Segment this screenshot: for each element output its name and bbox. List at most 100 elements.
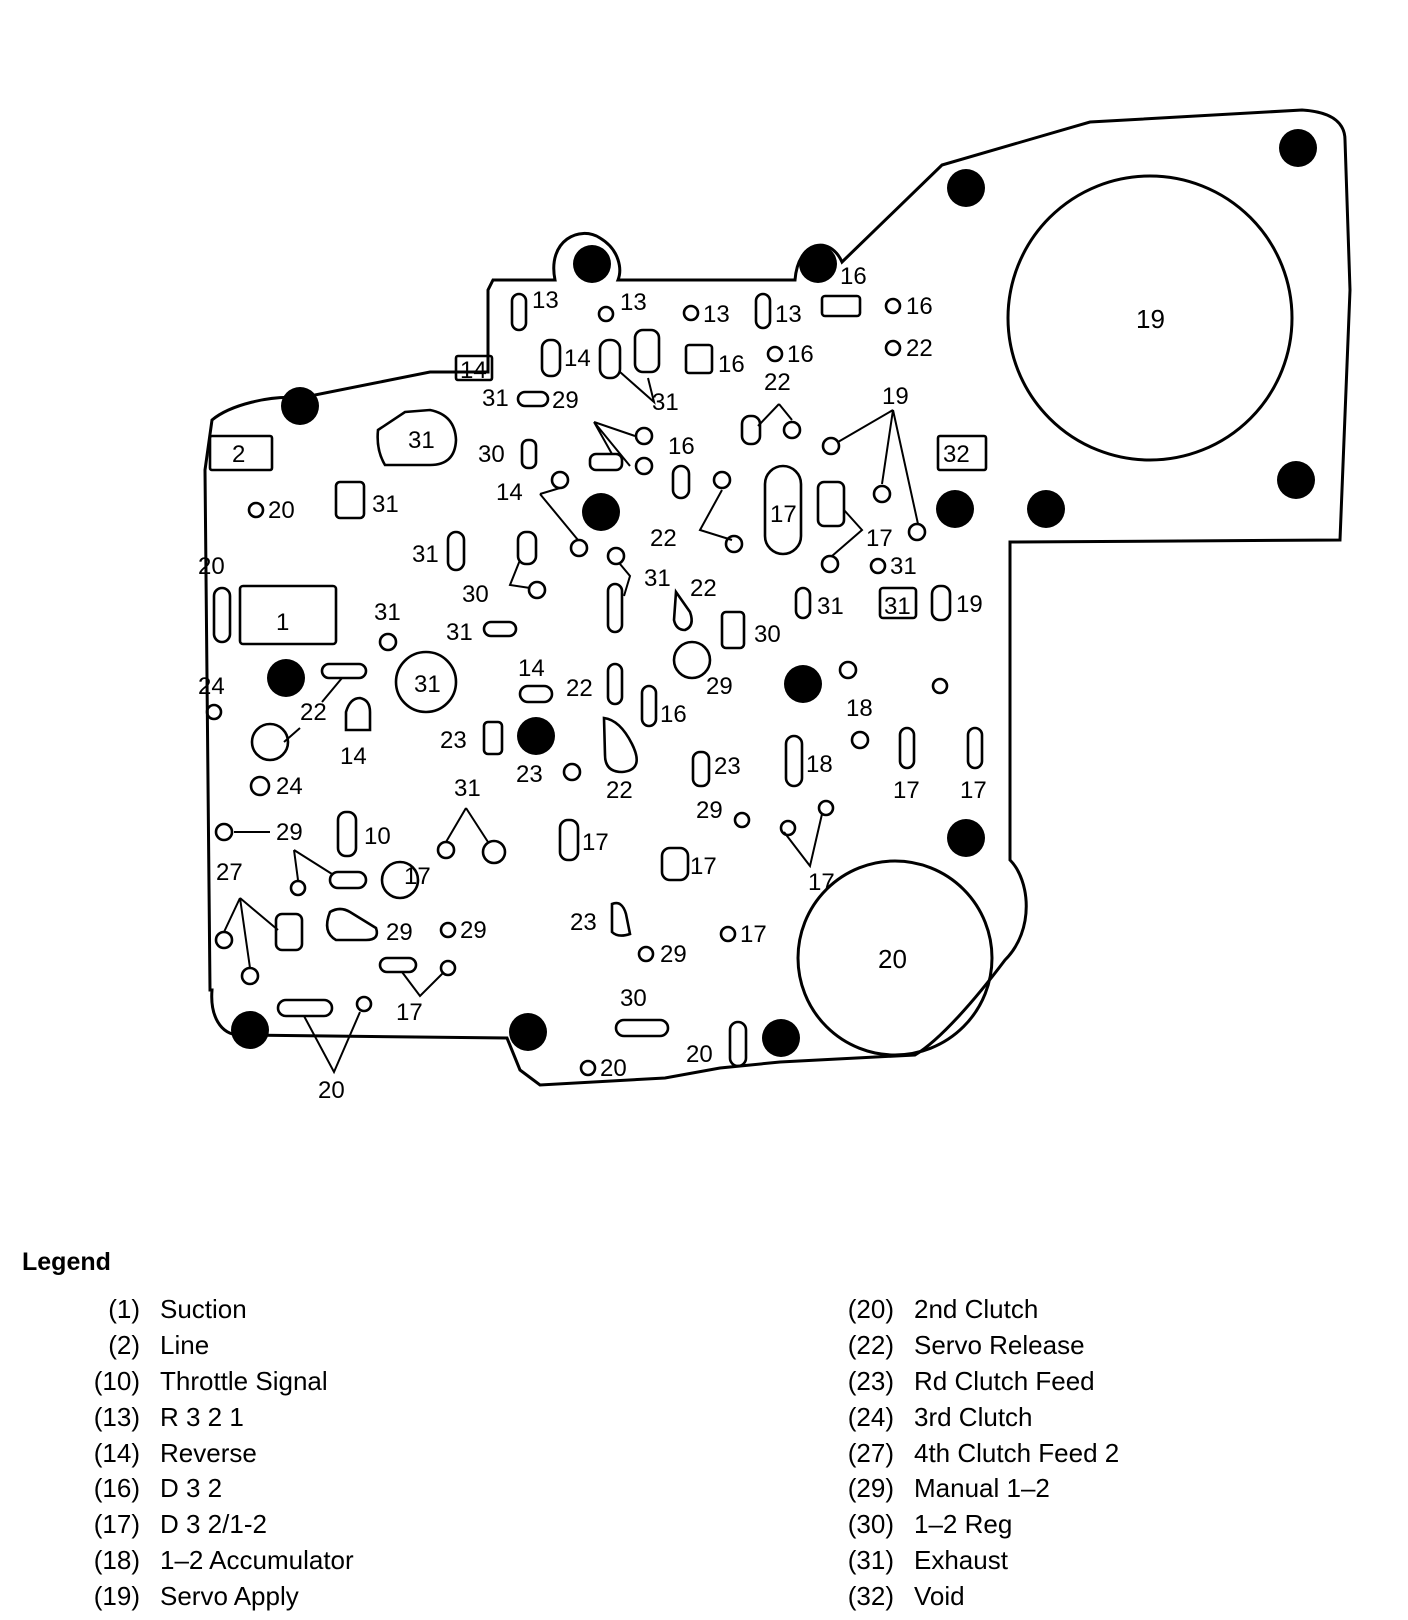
legend-item: (1)Suction	[68, 1292, 354, 1328]
diagram-label: 31	[817, 593, 844, 620]
legend-code: (20)	[847, 1294, 894, 1324]
bolt-hole	[509, 1013, 547, 1051]
legend-label: D 3 2	[160, 1473, 223, 1504]
leader-line	[223, 897, 279, 969]
bolt-hole	[1277, 461, 1315, 499]
leader-line	[619, 371, 656, 405]
diagram-label: 29	[660, 941, 687, 968]
diagram-label: 31	[644, 565, 671, 592]
passage	[579, 1059, 597, 1077]
legend-code: (13)	[93, 1401, 140, 1432]
legend-label: Servo Release	[914, 1329, 1085, 1360]
passage	[782, 420, 802, 440]
legend-label: Servo Apply	[160, 1581, 299, 1612]
legend-item: (13)R 3 2 1	[68, 1400, 354, 1436]
passage	[754, 292, 772, 330]
diagram-label: 29	[386, 919, 413, 946]
passage	[238, 584, 338, 646]
diagram-label: 16	[787, 341, 814, 368]
bolt-hole	[947, 819, 985, 857]
passage	[378, 956, 418, 974]
legend-left-column: (1)Suction(2)Line(10)Throttle Signal(13)…	[68, 1292, 354, 1615]
passage	[569, 538, 589, 558]
passage	[516, 530, 538, 566]
legend-label: 2nd Clutch	[914, 1294, 1039, 1324]
diagram-label: 13	[775, 301, 802, 328]
leader-line	[445, 807, 489, 843]
bolt-hole	[762, 1019, 800, 1057]
leader-line	[783, 813, 823, 869]
legend-item: (18)1–2 Accumulator	[68, 1543, 354, 1579]
passage	[794, 586, 812, 620]
passage	[869, 557, 887, 575]
legend-code: (2)	[108, 1329, 140, 1360]
legend-title: Legend	[22, 1248, 111, 1276]
legend-right-column: (20)2nd Clutch(22)Servo Release(23)Rd Cl…	[822, 1292, 1119, 1615]
legend-code: (27)	[847, 1437, 894, 1468]
diagram-label: 23	[440, 727, 467, 754]
diagram-label: 1	[276, 609, 289, 636]
passage	[439, 921, 457, 939]
legend-item: (17)D 3 2/1-2	[68, 1507, 354, 1543]
passage	[606, 582, 624, 634]
diagram-label: 29	[276, 819, 303, 846]
diagram-label: 17	[770, 501, 797, 528]
passage	[724, 534, 744, 554]
legend-code: (19)	[93, 1581, 140, 1612]
passage	[838, 660, 858, 680]
legend-item: (27)4th Clutch Feed 2	[822, 1436, 1119, 1472]
passage	[597, 305, 615, 323]
passage	[850, 730, 870, 750]
bolt-hole	[267, 659, 305, 697]
passage	[516, 390, 550, 408]
diagram-label: 31	[412, 541, 439, 568]
bolt-hole	[231, 1011, 269, 1049]
leader-line	[539, 487, 579, 541]
diagram-label: 17	[808, 869, 835, 896]
diagram-label: 31	[414, 671, 441, 698]
diagram-label: 19	[882, 383, 909, 410]
passage	[691, 750, 711, 788]
diagram-label: 17	[893, 777, 920, 804]
diagram-label: 14	[564, 345, 591, 372]
bore-19-label: 19	[1136, 304, 1165, 334]
diagram-label: 22	[650, 525, 677, 552]
passage	[784, 734, 804, 788]
legend-item: (20) 2nd Clutch	[822, 1292, 1119, 1328]
diagram-label: 18	[806, 751, 833, 778]
bore-19	[1006, 174, 1294, 462]
legend-code: (29)	[847, 1473, 894, 1504]
diagram-label: 10	[364, 823, 391, 850]
diagram-label: 14	[340, 743, 367, 770]
legend-label: Line	[160, 1329, 210, 1360]
passage	[966, 726, 984, 770]
passage	[684, 343, 714, 375]
diagram-label: 17	[396, 999, 423, 1026]
legend-label: Throttle Signal	[160, 1365, 328, 1396]
passage	[640, 684, 658, 728]
legend-item: (22)Servo Release	[822, 1328, 1119, 1364]
diagram-label: 31	[652, 389, 679, 416]
diagram-label: 20	[600, 1055, 627, 1082]
passage	[637, 945, 655, 963]
diagram-label: 17	[740, 921, 767, 948]
passage	[872, 484, 892, 504]
passage	[436, 840, 456, 860]
leader-line	[619, 563, 632, 597]
bore-20	[796, 859, 994, 1057]
passage	[878, 586, 918, 620]
passage	[247, 501, 265, 519]
passage	[817, 799, 835, 817]
legend-code: (30)	[847, 1509, 894, 1540]
diagram-label: 20	[268, 497, 295, 524]
bolt-hole	[573, 245, 611, 283]
passage	[214, 822, 234, 842]
legend-label: 1–2 Reg	[914, 1509, 1013, 1540]
passage	[884, 339, 902, 357]
diagram-label: 18	[846, 695, 873, 722]
diagram-label: 20	[686, 1041, 713, 1068]
passage	[931, 677, 949, 695]
passage	[328, 870, 368, 890]
passage	[936, 434, 988, 472]
bolt-hole	[784, 665, 822, 703]
